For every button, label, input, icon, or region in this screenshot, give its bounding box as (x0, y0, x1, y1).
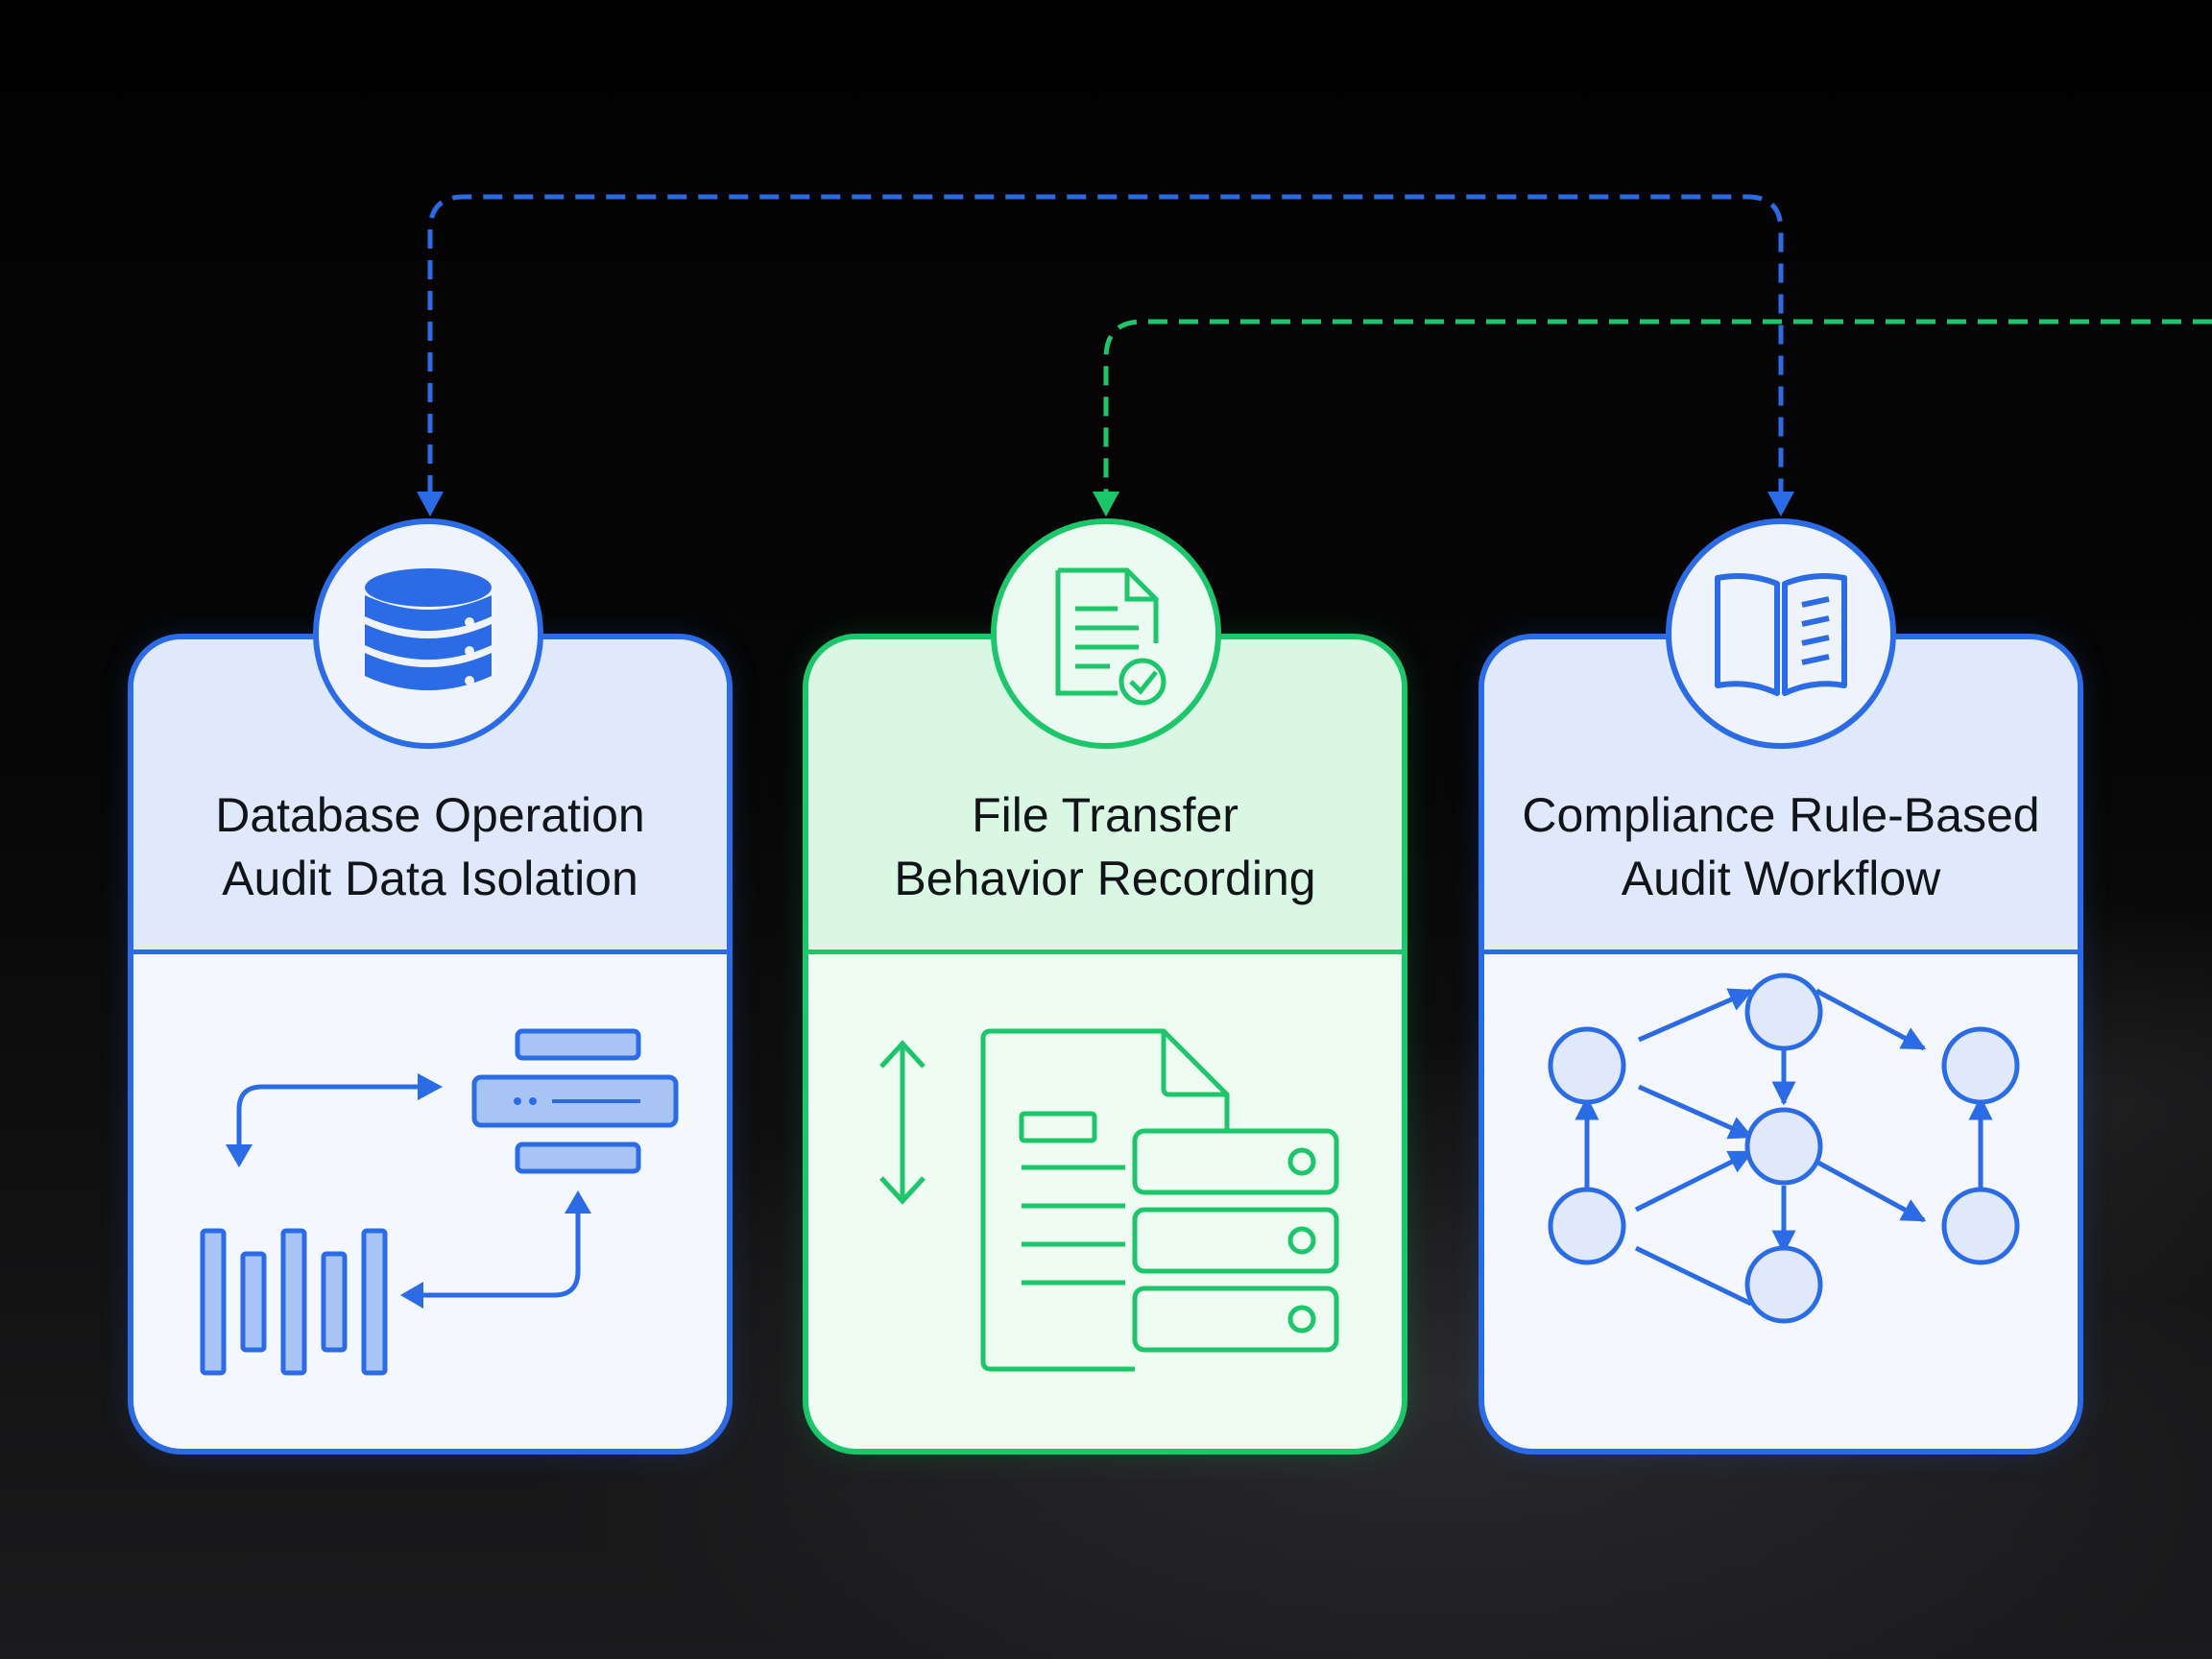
open-book-icon (1715, 573, 1847, 696)
card-body (1484, 954, 2078, 1449)
card-body (808, 954, 1402, 1449)
card-title: Database Operation Audit Data Isolation (133, 783, 727, 910)
file-transfer-server-icon (879, 1028, 1339, 1372)
card-title-line-2: Audit Workflow (1621, 852, 1941, 905)
document-badge (991, 518, 1221, 749)
card-file-transfer: File Transfer Behavior Recording (803, 634, 1407, 1455)
arrowhead-left-icon (417, 492, 444, 517)
book-badge (1666, 518, 1896, 749)
card-body (133, 954, 727, 1449)
database-badge (313, 518, 543, 749)
card-compliance-workflow: Compliance Rule-Based Audit Workflow (1479, 634, 2083, 1455)
document-check-icon (1055, 567, 1166, 706)
card-title-line-2: Behavior Recording (894, 852, 1316, 905)
card-title-line-1: Database Operation (215, 788, 645, 842)
arrowhead-middle-icon (1093, 492, 1119, 517)
database-icon (365, 568, 492, 690)
card-title: File Transfer Behavior Recording (808, 783, 1402, 910)
workflow-graph-icon (1548, 973, 2020, 1324)
data-isolation-flow-icon (200, 1028, 679, 1376)
blue-dashed-connector (417, 194, 1794, 517)
card-database-operation: Database Operation Audit Data Isolation (128, 634, 733, 1455)
arrowhead-right-icon (1767, 492, 1794, 517)
card-title: Compliance Rule-Based Audit Workflow (1484, 783, 2078, 910)
card-header: File Transfer Behavior Recording (808, 639, 1402, 954)
card-title-line-1: File Transfer (972, 788, 1238, 842)
card-title-line-2: Audit Data Isolation (222, 852, 638, 905)
card-title-line-1: Compliance Rule-Based (1522, 788, 2040, 842)
green-dashed-connector (1093, 319, 2212, 517)
